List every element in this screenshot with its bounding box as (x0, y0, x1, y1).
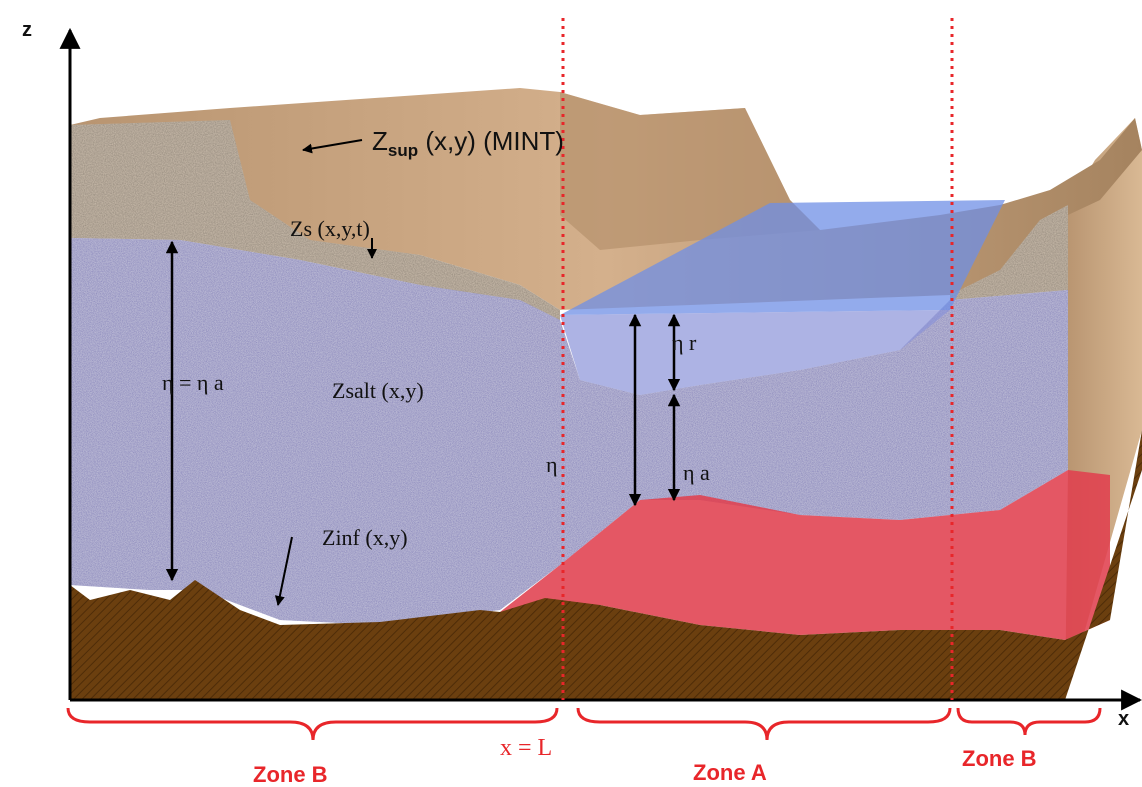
zs-label: Zs (x,y,t) (290, 216, 370, 241)
zone-b-right-brace (956, 707, 1102, 736)
zone-b-left-brace (66, 707, 559, 741)
water-surface (560, 200, 1005, 315)
zsup-rest: (x,y) (MINT) (418, 126, 564, 156)
x-axis-label: x (1118, 708, 1129, 730)
zsalt-label: Zsalt (x,y) (332, 378, 424, 403)
zsup-main: Z (372, 126, 388, 156)
eta-label: η (546, 452, 558, 477)
x-eq-l-label: x = L (500, 735, 552, 761)
soil-layer (70, 120, 560, 320)
aquifer-layer (70, 238, 1068, 625)
eta-a-right-label: η a (683, 460, 710, 485)
z-axis-label: z (22, 19, 32, 41)
zone-b-right-label: Zone B (962, 746, 1037, 771)
bedrock-layer (70, 430, 1142, 700)
zone-a-brace (576, 707, 952, 741)
zinf-label: Zinf (x,y) (322, 525, 408, 550)
saltwater-wedge (500, 470, 1110, 640)
soil-layer-right (950, 205, 1068, 300)
zone-a-label: Zone A (693, 760, 767, 785)
eta-eq-eta-a-label: η = η a (162, 370, 224, 395)
zsup-label: Zsup (x,y) (MINT) (372, 126, 564, 160)
zone-b-left-label: Zone B (253, 762, 328, 787)
terrain-ridge-shading (560, 92, 820, 250)
zsup-pointer-arrow (302, 139, 363, 154)
eta-r-label: η r (672, 330, 697, 355)
zinf-pointer-arrow (274, 536, 293, 606)
water-body-front (560, 310, 950, 395)
zsup-sub: sup (388, 141, 418, 160)
